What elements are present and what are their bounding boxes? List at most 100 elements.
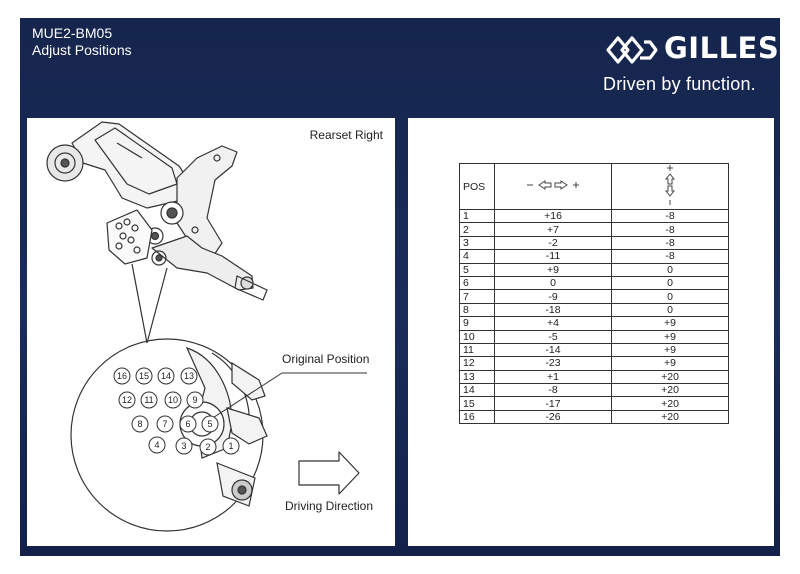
position-number: 9 (192, 395, 197, 405)
cell-pos: 9 (459, 316, 495, 331)
table-row: 3-2-8 (459, 235, 729, 251)
document-title: Adjust Positions (32, 42, 132, 58)
position-number: 3 (181, 441, 186, 451)
cell-vertical: +20 (611, 396, 729, 411)
cell-pos: 7 (459, 289, 495, 304)
position-number: 11 (144, 395, 153, 405)
cell-vertical: -8 (611, 249, 729, 264)
cell-vertical: +9 (611, 329, 729, 344)
positions-table: POS (459, 163, 729, 425)
table-panel: POS (408, 118, 774, 546)
cell-horizontal: -8 (494, 383, 612, 398)
table-row: 1+16-8 (459, 208, 729, 224)
cell-pos: 6 (459, 275, 495, 291)
table-row: 9+4+9 (459, 316, 729, 331)
cell-horizontal: -18 (494, 302, 612, 318)
cell-vertical: -8 (611, 208, 729, 224)
cell-pos: 3 (459, 235, 495, 251)
cell-horizontal: -11 (494, 249, 612, 264)
position-number: 13 (184, 371, 194, 381)
cell-vertical: +9 (611, 342, 729, 358)
table-row: 16-26+20 (459, 409, 729, 425)
cell-horizontal: +4 (494, 316, 612, 331)
position-number: 12 (122, 395, 132, 405)
cell-vertical: +20 (611, 409, 729, 425)
cell-horizontal: -14 (494, 342, 612, 358)
table-row: 10-5+9 (459, 329, 729, 344)
position-number: 15 (139, 371, 149, 381)
cell-pos: 8 (459, 302, 495, 318)
original-position-label: Original Position (282, 352, 370, 366)
header-horizontal (494, 163, 612, 210)
brand-name: GILLES (664, 31, 780, 65)
cell-vertical: +20 (611, 369, 729, 385)
cell-horizontal: -2 (494, 235, 612, 251)
position-number: 7 (162, 419, 167, 429)
position-number: 8 (137, 419, 142, 429)
drawing-panel: Rearset Right (27, 118, 395, 546)
rearset-drawing: 1 2 3 4 5 6 7 8 9 10 11 12 13 14 15 16 (46, 121, 367, 532)
position-number: 2 (205, 442, 210, 452)
cell-horizontal: +16 (494, 208, 612, 224)
cell-horizontal: -5 (494, 329, 612, 344)
table-row: 2+7-8 (459, 222, 729, 237)
position-number: 14 (161, 371, 171, 381)
cell-pos: 10 (459, 329, 495, 344)
cell-horizontal: 0 (494, 275, 612, 291)
cell-vertical: 0 (611, 302, 729, 318)
document-code: MUE2-BM05 (32, 25, 113, 41)
horizontal-adjust-arrows-icon (527, 180, 579, 190)
slide: MUE2-BM05 Adjust Positions GILLES Driven… (20, 18, 780, 556)
cell-pos: 12 (459, 356, 495, 371)
cell-pos: 14 (459, 383, 495, 398)
position-number: 10 (168, 395, 178, 405)
cell-vertical: 0 (611, 289, 729, 304)
cell-horizontal: +1 (494, 369, 612, 385)
cell-pos: 13 (459, 369, 495, 385)
cell-pos: 5 (459, 262, 495, 277)
driving-direction-label: Driving Direction (285, 499, 374, 513)
cell-pos: 4 (459, 249, 495, 264)
vertical-adjust-arrows-icon (664, 165, 676, 205)
table-row: 13+1+20 (459, 369, 729, 385)
driving-direction-arrow-icon (298, 451, 360, 495)
cell-horizontal: -23 (494, 356, 612, 371)
cell-horizontal: -9 (494, 289, 612, 304)
table-row: 4-11-8 (459, 249, 729, 264)
cell-horizontal: -17 (494, 396, 612, 411)
cell-vertical: 0 (611, 275, 729, 291)
table-header-row: POS (459, 163, 729, 210)
cell-vertical: +20 (611, 383, 729, 398)
brand-tagline: Driven by function. (603, 74, 756, 94)
cell-horizontal: -26 (494, 409, 612, 425)
position-number: 5 (207, 419, 212, 429)
position-number: 16 (117, 371, 127, 381)
cell-vertical: +9 (611, 316, 729, 331)
cell-horizontal: +7 (494, 222, 612, 237)
table-row: 11-14+9 (459, 342, 729, 358)
view-label: Rearset Right (309, 128, 383, 142)
cell-vertical: +9 (611, 356, 729, 371)
header-pos: POS (459, 163, 495, 210)
table-row: 12-23+9 (459, 356, 729, 371)
table-row: 15-17+20 (459, 396, 729, 411)
position-number: 4 (154, 440, 159, 450)
cell-pos: 11 (459, 342, 495, 358)
cell-pos: 2 (459, 222, 495, 237)
cell-horizontal: +9 (494, 262, 612, 277)
cell-pos: 16 (459, 409, 495, 425)
position-number: 1 (228, 441, 233, 451)
position-number: 6 (185, 419, 190, 429)
cell-vertical: 0 (611, 262, 729, 277)
gilles-logo-icon (606, 36, 658, 64)
cell-vertical: -8 (611, 222, 729, 237)
cell-pos: 15 (459, 396, 495, 411)
header-vertical (611, 163, 729, 210)
brand-logo: GILLES (604, 30, 779, 70)
table-row: 14-8+20 (459, 383, 729, 398)
cell-pos: 1 (459, 208, 495, 224)
